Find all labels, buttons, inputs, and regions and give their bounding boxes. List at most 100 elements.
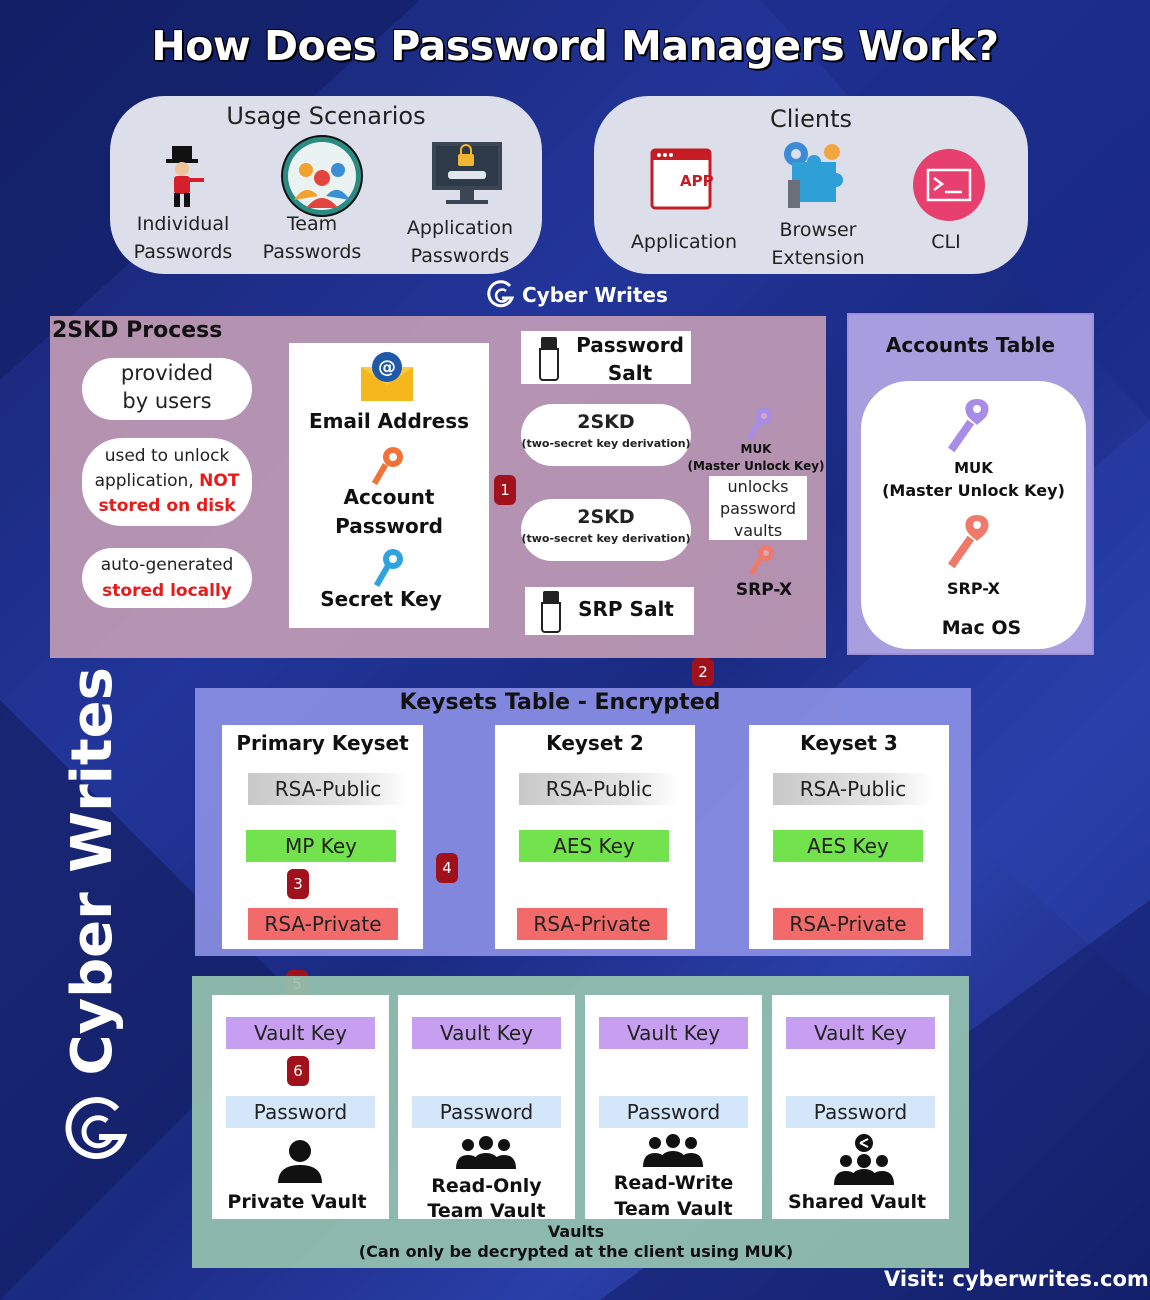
account-password-label-2: Password xyxy=(335,514,443,538)
clients-heading: Clients xyxy=(770,105,852,133)
puzzle-gear-icon xyxy=(780,140,848,212)
vault-card-read-only: Vault Key Password Read-Only Team Vault xyxy=(398,995,575,1222)
keyset-card-3: Keyset 3 RSA-Public AES Key RSA-Private xyxy=(749,725,949,949)
terminal-icon xyxy=(912,148,986,222)
unlocks-vaults-box: unlocks password vaults xyxy=(709,476,807,540)
vault-key-chip: Vault Key xyxy=(226,1017,375,1049)
brand-logo-icon xyxy=(487,280,515,308)
accounts-muk-sub: (Master Unlock Key) xyxy=(882,481,1065,500)
keyset-card-primary: Primary Keyset RSA-Public MP Key RSA-Pri… xyxy=(222,725,423,949)
password-chip: Password xyxy=(226,1096,375,1128)
clients-panel: Clients APP Application Browser Extensio… xyxy=(594,96,1028,274)
accounts-heading: Accounts Table xyxy=(885,333,1056,357)
app-icon-text: APP xyxy=(680,172,714,190)
usage-scenarios-panel: Usage Scenarios Individual Passwords Tea… xyxy=(110,96,542,274)
usage-item-label-1: Individual xyxy=(136,213,230,235)
vault-name: Read-Write xyxy=(613,1172,734,1194)
2skd-oval-bottom: 2SKD (two-secret key derivation) xyxy=(521,499,691,561)
client-label-1: Application xyxy=(630,231,738,253)
2skd-label: 2SKD xyxy=(577,506,635,528)
mp-key-chip: MP Key xyxy=(246,830,396,862)
vaults-footer-note: (Can only be decrypted at the client usi… xyxy=(358,1242,794,1261)
usage-item-sublabel-2: Passwords xyxy=(262,241,362,263)
rsa-private-chip: RSA-Private xyxy=(773,908,923,940)
muk-sublabel: (Master Unlock Key) xyxy=(687,459,825,473)
vault-name-2: Team Vault xyxy=(427,1200,546,1222)
rsa-public-chip: RSA-Public xyxy=(248,773,408,805)
keyset-title: Primary Keyset xyxy=(236,731,409,755)
rsa-private-chip: RSA-Private xyxy=(248,908,398,940)
visit-link[interactable]: Visit: cyberwrites.com xyxy=(884,1267,1149,1291)
group-icon xyxy=(643,1133,703,1169)
key-blue-icon xyxy=(373,547,407,589)
usage-item-sublabel-3: Passwords xyxy=(410,245,510,267)
usage-item-label-3: Application xyxy=(406,217,514,239)
oval-auto-generated: auto-generated stored locally xyxy=(82,548,252,608)
oval-line: by users xyxy=(122,389,212,413)
vault-name: Private Vault xyxy=(227,1191,367,1213)
accounts-muk: MUK xyxy=(954,459,993,477)
vault-name-2: Team Vault xyxy=(614,1198,733,1220)
vault-key-chip: Vault Key xyxy=(599,1017,748,1049)
salt-shaker-icon xyxy=(535,335,563,381)
brand-logo: Cyber Writes xyxy=(486,280,668,310)
accounts-card: MUK (Master Unlock Key) SRP-X Mac OS xyxy=(861,381,1086,649)
usage-item-label-2: Team xyxy=(286,213,338,235)
user-secrets-box: @ Email Address Account Password Secret … xyxy=(289,343,489,628)
email-address-label: Email Address xyxy=(308,409,470,433)
srp-salt-label: SRP Salt xyxy=(578,597,674,621)
oval-line: application, xyxy=(94,471,200,491)
usage-item-sublabel-1: Passwords xyxy=(133,241,233,263)
step-badge-3: 3 xyxy=(287,869,309,899)
keyset-title: Keyset 2 xyxy=(546,731,644,755)
client-label-2: Browser xyxy=(779,219,857,241)
oval-emphasis: stored on disk xyxy=(98,496,236,516)
person-icon xyxy=(276,1137,324,1185)
password-chip: Password xyxy=(412,1096,561,1128)
client-sublabel-2: Extension xyxy=(771,247,865,269)
2skd-label: 2SKD xyxy=(577,411,635,433)
oval-unlock-application: used to unlock application, NOT stored o… xyxy=(82,438,252,526)
vault-name: Shared Vault xyxy=(787,1191,927,1213)
svg-text:@: @ xyxy=(378,357,396,378)
side-brand: Cyber Writes xyxy=(60,667,131,1165)
vault-key-chip: Vault Key xyxy=(412,1017,561,1049)
key-salmon-icon xyxy=(748,543,778,579)
rsa-private-chip: RSA-Private xyxy=(517,908,667,940)
password-chip: Password xyxy=(599,1096,748,1128)
muk-label: MUK xyxy=(740,442,772,456)
unlocks-text-2: password xyxy=(720,499,796,518)
account-password-label: Account xyxy=(343,485,435,509)
unlocks-text-3: vaults xyxy=(733,521,783,540)
vaults-footer: Vaults xyxy=(547,1222,605,1241)
oval-line: auto-generated xyxy=(100,555,234,575)
person-tophat-icon xyxy=(156,146,216,208)
laptop-lock-icon xyxy=(428,140,506,214)
aes-key-chip: AES Key xyxy=(519,830,669,862)
password-salt-label-2: Salt xyxy=(607,361,653,385)
group-icon xyxy=(456,1135,516,1171)
vault-card-shared: Vault Key Password Shared Vault xyxy=(772,995,949,1219)
accounts-table-section: Accounts Table MUK (Master Unlock Key) S… xyxy=(847,313,1094,655)
team-icon xyxy=(280,134,364,218)
salt-shaker-icon xyxy=(537,589,565,635)
rsa-public-chip: RSA-Public xyxy=(773,773,933,805)
step-badge-6: 6 xyxy=(287,1056,309,1086)
shared-group-icon xyxy=(834,1133,894,1187)
2skd-heading: 2SKD Process xyxy=(52,318,223,343)
unlocks-text: unlocks xyxy=(727,477,789,496)
client-label-3: CLI xyxy=(931,231,961,253)
2skd-sublabel: (two-secret key derivation) xyxy=(521,532,691,545)
keyset-card-2: Keyset 2 RSA-Public AES Key RSA-Private xyxy=(495,725,695,949)
step-badge-2: 2 xyxy=(692,658,714,686)
brand-logo-icon xyxy=(65,1097,128,1160)
step-badge-1: 1 xyxy=(494,475,516,505)
brand-name: Cyber Writes xyxy=(522,283,668,307)
password-salt-label: Password xyxy=(576,333,684,357)
oval-line: used to unlock xyxy=(104,446,230,466)
key-salmon-icon xyxy=(947,511,997,573)
keysets-heading: Keysets Table - Encrypted xyxy=(399,690,721,715)
accounts-os: Mac OS xyxy=(941,617,1022,639)
vault-name: Read-Only xyxy=(431,1175,542,1197)
page-title: How Does Password Managers Work? xyxy=(151,22,999,70)
